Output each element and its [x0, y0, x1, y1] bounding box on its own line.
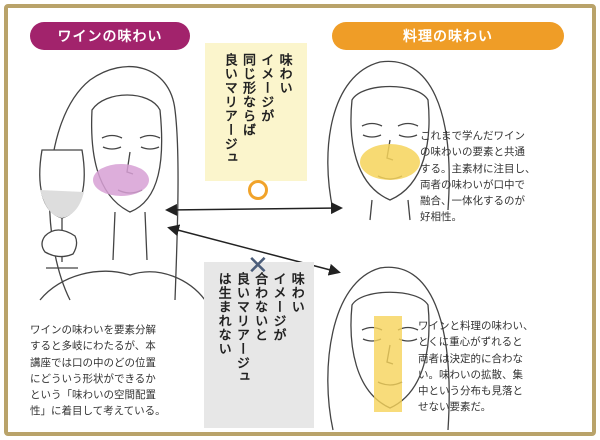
- bad-box-line: は生まれない: [215, 272, 231, 356]
- bad-marriage-box: 味わい イメージが 合わないと 良いマリアージュ は生まれない: [204, 262, 314, 428]
- food-taste-label: 料理の味わい: [332, 22, 564, 50]
- good-box-line: 同じ形ならば: [240, 53, 255, 137]
- gold-frame: [4, 4, 596, 436]
- good-box-line: 味わい: [276, 53, 292, 95]
- bad-box-line: 良いマリアージュ: [233, 272, 249, 384]
- food-mismatch-description: ワインと料理の味わい、 とくに重心がずれると 両者は決定的に合わな い。味わいの…: [418, 320, 534, 414]
- wine-glass-icon: [39, 149, 85, 269]
- wine-description: ワインの味わいを要素分解 すると多岐にわたるが、本 講座では口の中のどの位置 に…: [30, 324, 166, 418]
- match-arrow: [165, 202, 343, 216]
- bad-box-line: 合わないと: [252, 272, 268, 342]
- cross-mark-icon: ✕: [247, 251, 269, 281]
- good-box-line: イメージが: [258, 53, 274, 123]
- food-match-taste-shape: [360, 144, 420, 180]
- circle-mark-icon: [248, 180, 268, 200]
- good-marriage-box: 味わい イメージが 同じ形ならば 良いマリアージュ: [205, 43, 307, 181]
- food-mismatch-taste-shape: [374, 316, 402, 412]
- food-match-description: これまで学んだワイン の味わいの要素と共通 する。主素材に注目し、 両者の味わい…: [420, 130, 536, 224]
- good-box-line: 良いマリアージュ: [221, 53, 237, 165]
- wine-taste-shape: [93, 164, 149, 196]
- bad-box-line: 味わい: [288, 272, 304, 314]
- wine-taste-label: ワインの味わい: [30, 22, 190, 50]
- bad-box-line: イメージが: [270, 272, 286, 342]
